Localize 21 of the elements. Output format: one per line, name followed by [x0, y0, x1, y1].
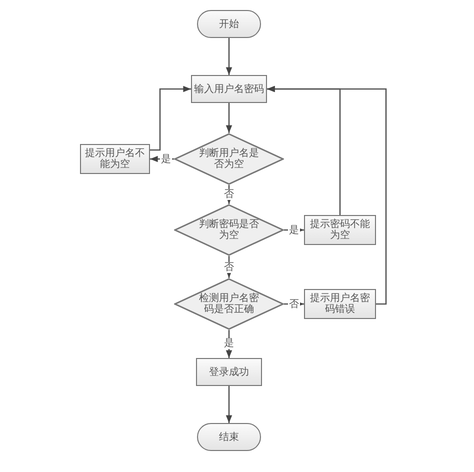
arrow	[267, 86, 387, 305]
edge-label: 是	[223, 338, 235, 348]
arrow	[226, 103, 232, 133]
decision-text: 检测用户名密码是否正确	[198, 293, 260, 315]
decision-text: 判断用户名是否为空	[198, 148, 260, 170]
arrow	[150, 86, 191, 151]
terminal-node: 开始	[197, 10, 261, 38]
edge-label: 否	[223, 262, 235, 272]
edge-label: 是	[288, 224, 300, 236]
arrow	[226, 386, 232, 423]
process-box: 提示密码不能为空	[304, 215, 376, 245]
arrow	[226, 38, 232, 75]
process-box: 输入用户名密码	[191, 75, 267, 103]
decision-text: 判断密码是否为空	[198, 219, 260, 241]
edge-label: 否	[288, 298, 300, 310]
process-box: 提示用户名不能为空	[80, 144, 150, 174]
edge-label: 否	[223, 188, 235, 200]
process-box: 登录成功	[196, 358, 262, 386]
terminal-node: 结束	[197, 423, 261, 451]
edge-label: 是	[160, 154, 172, 164]
process-box: 提示用户名密码错误	[304, 289, 376, 319]
